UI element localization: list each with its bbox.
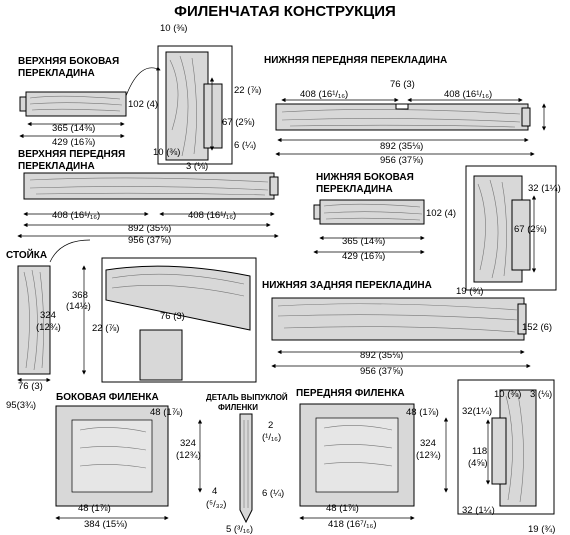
dim-d1-6: 6 (¼) bbox=[234, 140, 256, 151]
dim-fp-324a: 324 bbox=[420, 438, 436, 449]
dim-bf-408a: 408 (16¹/₁₆) bbox=[300, 89, 348, 100]
detail-joint-3 bbox=[101, 257, 257, 383]
dim-st-324a: 324 bbox=[40, 310, 56, 321]
side-panel-board bbox=[55, 405, 169, 507]
dim-rd-2a: 2 bbox=[268, 420, 273, 431]
dim-sp-48b: 48 (1⅞) bbox=[78, 503, 111, 514]
label-top-side-rail-2: ПЕРЕКЛАДИНА bbox=[18, 68, 95, 79]
dim-d4-118a: 118 bbox=[472, 446, 487, 457]
dim-bf-956: 956 (37⅝) bbox=[380, 155, 423, 166]
dim-rd-6: 6 (¼) bbox=[262, 488, 284, 499]
dim-rd-4b: (⁵/₃₂) bbox=[206, 499, 226, 510]
detail-joint-2 bbox=[465, 165, 557, 291]
dim-fp-48a: 48 (1⅞) bbox=[406, 407, 439, 418]
bottom-side-rail-board bbox=[313, 199, 425, 225]
dim-d4-118b: (4⅝) bbox=[468, 458, 488, 469]
dim-bf-408b: 408 (16¹/₁₆) bbox=[444, 89, 492, 100]
dim-fp-48b: 48 (1⅞) bbox=[326, 503, 359, 514]
dim-d4-19: 19 (¾) bbox=[528, 524, 555, 535]
dim-st-324b: (12¾) bbox=[36, 322, 61, 333]
label-top-side-rail-1: ВЕРХНЯЯ БОКОВАЯ bbox=[18, 56, 119, 67]
dim-sp-384: 384 (15⅛) bbox=[84, 519, 127, 530]
label-bottom-side-rail-2: ПЕРЕКЛАДИНА bbox=[316, 184, 393, 195]
dim-bf-76: 76 (3) bbox=[390, 79, 415, 90]
dim-d1-10a: 10 (⅜) bbox=[160, 23, 187, 34]
dim-st-76: 76 (3) bbox=[18, 381, 43, 392]
dim-bb-956: 956 (37⅝) bbox=[360, 366, 403, 377]
dim-st-368b: (14½) bbox=[66, 301, 91, 312]
dim-sp-48a: 48 (1⅞) bbox=[150, 407, 183, 418]
dim-rd-4a: 4 bbox=[212, 486, 217, 497]
dim-tf-892: 892 (35⅛) bbox=[128, 223, 171, 234]
stile-board bbox=[17, 265, 51, 375]
dim-d2-32: 32 (1¼) bbox=[528, 183, 561, 194]
dim-bs-102: 102 (4) bbox=[426, 208, 456, 219]
dim-d1-10b: 10 (⅜) bbox=[153, 147, 180, 158]
dim-rd-5: 5 (³/₁₆) bbox=[226, 524, 253, 535]
dim-d3-22: 22 (⅞) bbox=[92, 323, 119, 334]
dim-d1-67: 67 (2⅝) bbox=[222, 117, 255, 128]
label-top-front-rail-1: ВЕРХНЯЯ ПЕРЕДНЯЯ bbox=[18, 149, 125, 160]
dim-d2-19: 19 (¾) bbox=[456, 286, 483, 297]
dim-d2-67: 67 (2⅝) bbox=[514, 224, 547, 235]
dim-d1-22: 22 (⅞) bbox=[234, 85, 261, 96]
dim-bb-152: 152 (6) bbox=[522, 322, 552, 333]
dim-d4-32a: 32(1¼) bbox=[462, 406, 492, 417]
dim-d1-3: 3 (⅛) bbox=[186, 161, 208, 172]
label-side-panel: БОКОВАЯ ФИЛЕНКА bbox=[56, 392, 159, 403]
label-raised-detail-2: ФИЛЕНКИ bbox=[218, 403, 258, 412]
dim-fp-324b: (12¾) bbox=[416, 450, 441, 461]
detail-joint-1 bbox=[125, 45, 233, 165]
dim-st-368a: 368 bbox=[72, 290, 88, 301]
dim-tf-408b: 408 (16¹/₁₆) bbox=[188, 210, 236, 221]
front-panel-board bbox=[299, 403, 415, 507]
dim-st-95: 95(3¾) bbox=[6, 400, 36, 411]
detail-joint-4 bbox=[457, 379, 555, 515]
dim-fp-418: 418 (16⁷/₁₆) bbox=[328, 519, 377, 530]
dim-bf-892: 892 (35⅛) bbox=[380, 141, 423, 152]
label-bottom-front-rail: НИЖНЯЯ ПЕРЕДНЯЯ ПЕРЕКЛАДИНА bbox=[264, 55, 447, 66]
label-top-front-rail-2: ПЕРЕКЛАДИНА bbox=[18, 161, 95, 172]
dim-d4-10: 10 (⅜) bbox=[494, 389, 521, 400]
label-bottom-side-rail-1: НИЖНЯЯ БОКОВАЯ bbox=[316, 172, 414, 183]
dim-d4-3: 3 (⅛) bbox=[530, 389, 552, 400]
dim-sp-324a: 324 bbox=[180, 438, 196, 449]
bottom-front-rail-board bbox=[275, 103, 531, 131]
top-side-rail-board bbox=[19, 91, 127, 117]
dim-ts-102: 102 (4) bbox=[128, 99, 158, 110]
dim-ts-429: 429 (16⅞) bbox=[52, 137, 95, 148]
dim-tf-408a: 408 (16¹/₁₆) bbox=[52, 210, 100, 221]
label-bottom-back-rail: НИЖНЯЯ ЗАДНЯЯ ПЕРЕКЛАДИНА bbox=[262, 280, 432, 291]
bottom-back-rail-board bbox=[271, 297, 527, 341]
dim-bs-429: 429 (16⅞) bbox=[342, 251, 385, 262]
dim-tf-956: 956 (37⅝) bbox=[128, 235, 171, 246]
dim-d4-32b: 32 (1¼) bbox=[462, 505, 495, 516]
dim-bb-892: 892 (35⅛) bbox=[360, 350, 403, 361]
diagram-title: ФИЛЕНЧАТАЯ КОНСТРУКЦИЯ bbox=[174, 3, 396, 20]
top-front-rail-board bbox=[23, 172, 279, 200]
dim-rd-2b: (¹/₁₆) bbox=[262, 432, 281, 443]
dim-sp-324b: (12¾) bbox=[176, 450, 201, 461]
dim-bs-365: 365 (14⅜) bbox=[342, 236, 385, 247]
dim-ts-365: 365 (14⅜) bbox=[52, 123, 95, 134]
label-raised-detail-1: ДЕТАЛЬ ВЫПУКЛОЙ bbox=[206, 393, 288, 402]
label-stile: СТОЙКА bbox=[6, 248, 47, 261]
dim-d3-76: 76 (3) bbox=[160, 311, 185, 322]
label-front-panel: ПЕРЕДНЯЯ ФИЛЕНКА bbox=[296, 388, 405, 399]
raised-panel-section bbox=[239, 413, 253, 524]
